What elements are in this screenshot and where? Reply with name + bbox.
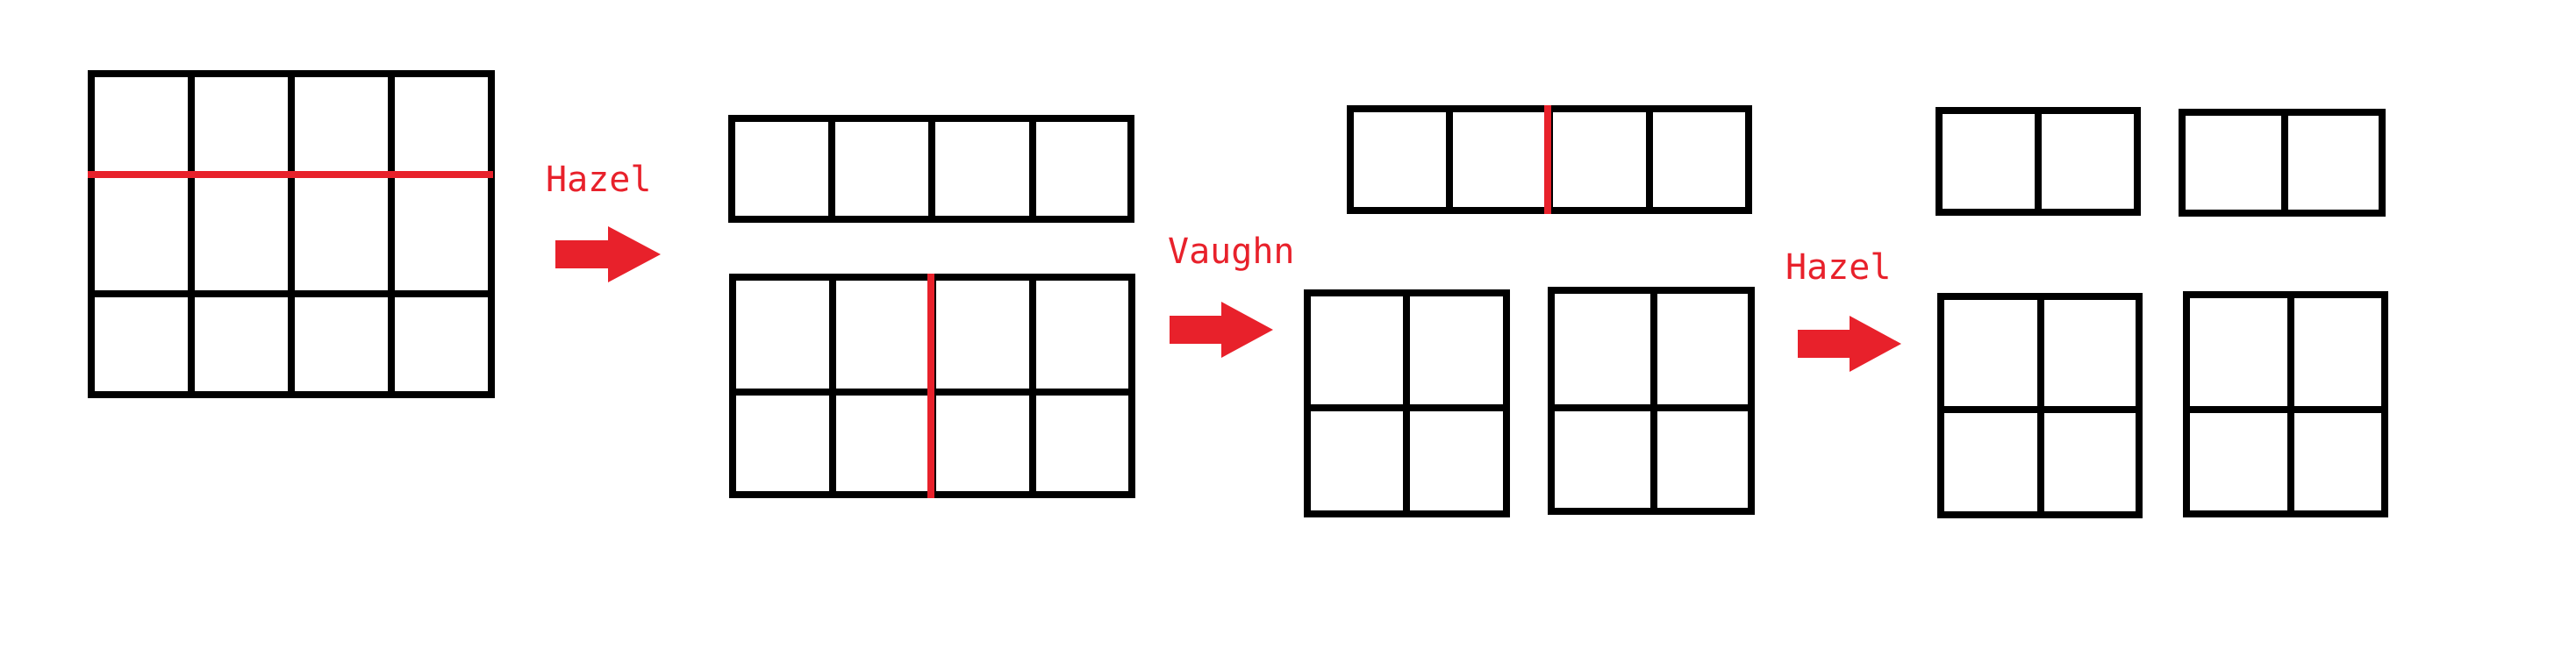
grid-initial: [88, 70, 495, 398]
grid-after-hazel-bottom: [729, 274, 1135, 498]
step-label-hazel-2: Hazel: [1785, 247, 1891, 288]
grid-outline: [2183, 291, 2388, 517]
step-2: Vaughn: [1168, 232, 1295, 358]
grid-final-top-left: [1936, 107, 2141, 216]
grid-final-top-right: [2179, 109, 2386, 217]
grid-after-vaughn-right: [1548, 287, 1755, 515]
step-1: Hazel: [546, 160, 661, 282]
step-3: Hazel: [1785, 247, 1901, 372]
step-label-vaughn: Vaughn: [1168, 232, 1295, 272]
arrow-right-icon: [1170, 302, 1273, 358]
arrow-right-icon: [1798, 316, 1901, 372]
arrow-right-icon: [555, 226, 661, 282]
grid-final-bottom-right: [2183, 291, 2388, 517]
grid-after-hazel-top: [728, 115, 1134, 223]
step-label-hazel-1: Hazel: [546, 160, 651, 200]
grid-final-bottom-left: [1937, 293, 2143, 518]
grid-after-vaughn-strip: [1347, 105, 1752, 214]
grid-after-vaughn-left: [1304, 289, 1510, 517]
